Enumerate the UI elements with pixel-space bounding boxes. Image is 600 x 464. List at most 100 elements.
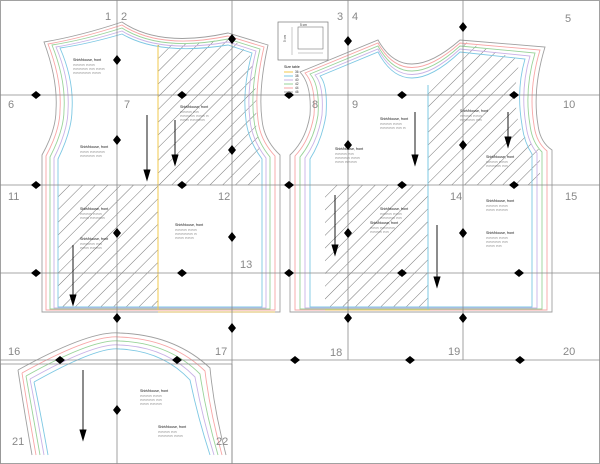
piece-label: Shirt/blouse, front — [175, 223, 203, 227]
svg-text:▭▭▭▭ ▭▭: ▭▭▭▭ ▭▭ — [335, 152, 354, 156]
svg-text:▭▭▭▭▭ ▭▭ ▭: ▭▭▭▭▭ ▭▭ ▭ — [380, 126, 406, 130]
piece-label: Shirt/blouse, front — [380, 117, 408, 121]
pattern-piece-front-bodice: Shirt/blouse, front ▭▭▭▭ ▭▭▭▭▭▭▭▭ ▭▭ ▭ S… — [289, 39, 553, 313]
svg-text:▭▭▭▭ ▭▭▭: ▭▭▭▭ ▭▭▭ — [73, 63, 95, 67]
legend-row: 44 — [295, 86, 299, 90]
page-number: 10 — [563, 99, 575, 111]
piece-label: Shirt/blouse, front — [80, 207, 108, 211]
page-number: 16 — [8, 346, 20, 358]
page-number: 7 — [124, 99, 130, 111]
scale-label-top: 5 cm — [300, 23, 307, 27]
page-number: 19 — [448, 346, 460, 358]
pattern-piece-back-bodice: Shirt/blouse, front ▭▭▭▭ ▭▭▭▭▭▭▭▭ ▭▭ ▭▭▭… — [41, 21, 281, 313]
svg-text:▭▭▭▭ ▭▭: ▭▭▭▭ ▭▭ — [370, 230, 389, 234]
svg-text:▭▭▭▭ ▭▭▭: ▭▭▭▭ ▭▭▭ — [486, 204, 508, 208]
page-number: 21 — [12, 436, 24, 448]
hatched-area-upper — [158, 38, 260, 185]
hatched-area-lower — [325, 185, 428, 308]
svg-text:▭▭▭▭ ▭▭▭: ▭▭▭▭ ▭▭▭ — [460, 114, 482, 118]
page-number: 9 — [352, 99, 358, 111]
page-number: 1 — [105, 11, 111, 23]
svg-text:▭▭▭▭ ▭▭: ▭▭▭▭ ▭▭ — [158, 430, 177, 434]
page-number: 12 — [218, 191, 230, 203]
svg-text:▭▭▭▭▭ ▭▭: ▭▭▭▭▭ ▭▭ — [140, 398, 162, 402]
svg-text:▭▭▭▭▭ ▭▭: ▭▭▭▭▭ ▭▭ — [80, 154, 102, 158]
scale-label-side: 5 cm — [283, 35, 287, 42]
svg-text:▭▭▭▭▭ ▭▭: ▭▭▭▭▭ ▭▭ — [486, 240, 508, 244]
svg-text:▭▭▭ ▭▭▭: ▭▭▭ ▭▭▭ — [175, 236, 194, 240]
svg-text:▭▭▭ ▭▭: ▭▭▭ ▭▭ — [486, 244, 502, 248]
piece-label: Shirt/blouse, front — [370, 221, 398, 225]
page-number: 17 — [215, 346, 227, 358]
legend-row: 42 — [295, 82, 299, 86]
piece-label: Shirt/blouse, front — [158, 425, 186, 429]
svg-text:▭▭▭ ▭▭▭▭: ▭▭▭ ▭▭▭▭ — [80, 246, 102, 250]
piece-label: Shirt/blouse, front — [73, 58, 101, 62]
svg-text:▭▭▭▭▭ ▭▭▭ ▭: ▭▭▭▭▭ ▭▭▭ ▭ — [180, 114, 209, 118]
piece-label-group: Shirt/blouse, front ▭▭▭▭ ▭▭▭▭▭▭▭▭ ▭▭ ▭ S… — [335, 109, 514, 248]
page-number: 8 — [312, 99, 318, 111]
hatched-area-lower — [58, 185, 158, 308]
svg-text:▭▭▭▭ ▭▭▭: ▭▭▭▭ ▭▭▭ — [486, 160, 508, 164]
page-number: 15 — [565, 191, 577, 203]
page-number: 6 — [8, 99, 14, 111]
scale-test-square: 5 cm 5 cm — [277, 21, 329, 61]
page-number: 22 — [216, 436, 228, 448]
svg-text:▭▭▭▭▭▭ ▭▭▭: ▭▭▭▭▭▭ ▭▭▭ — [73, 71, 101, 75]
svg-text:▭▭▭ ▭▭▭▭: ▭▭▭ ▭▭▭▭ — [486, 208, 508, 212]
page-number: 3 — [337, 11, 343, 23]
legend-title: Size table — [284, 65, 300, 69]
svg-text:▭▭▭ ▭▭▭▭▭: ▭▭▭ ▭▭▭▭▭ — [180, 118, 205, 122]
svg-text:▭▭▭ ▭▭▭▭▭: ▭▭▭ ▭▭▭▭▭ — [80, 150, 105, 154]
svg-text:▭▭▭ ▭▭▭▭: ▭▭▭ ▭▭▭▭ — [140, 402, 162, 406]
svg-text:▭▭▭ ▭▭▭▭▭: ▭▭▭ ▭▭▭▭▭ — [370, 226, 395, 230]
alignment-markers — [31, 22, 525, 415]
piece-label: Shirt/blouse, front — [486, 155, 514, 159]
piece-label: Shirt/blouse, front — [80, 237, 108, 241]
pattern-piece-sleeve — [17, 332, 227, 456]
svg-text:▭▭▭▭▭▭ ▭: ▭▭▭▭▭▭ ▭ — [175, 232, 197, 236]
legend-row: 40 — [295, 78, 299, 82]
legend-row: 36 — [295, 70, 299, 74]
svg-text:▭▭▭▭▭ ▭▭: ▭▭▭▭▭ ▭▭ — [460, 118, 482, 122]
svg-text:▭▭▭▭▭ ▭▭: ▭▭▭▭▭ ▭▭ — [380, 216, 402, 220]
piece-label: Shirt/blouse, front — [335, 147, 363, 151]
piece-label: Shirt/blouse, front — [486, 231, 514, 235]
svg-text:▭▭▭▭▭ ▭▭▭: ▭▭▭▭▭ ▭▭▭ — [335, 156, 360, 160]
svg-text:▭▭▭▭▭ ▭▭: ▭▭▭▭▭ ▭▭ — [486, 164, 508, 168]
legend-row: 38 — [295, 74, 299, 78]
page-number: 18 — [330, 347, 342, 359]
page-number: 13 — [240, 259, 252, 271]
svg-text:▭▭▭ ▭▭▭▭: ▭▭▭ ▭▭▭▭ — [335, 160, 357, 164]
svg-text:▭▭▭▭▭ ▭▭: ▭▭▭▭▭ ▭▭ — [80, 242, 102, 246]
piece-label: Shirt/blouse, front — [180, 105, 208, 109]
svg-text:▭▭▭▭ ▭▭▭: ▭▭▭▭ ▭▭▭ — [80, 212, 102, 216]
piece-label: Shirt/blouse, front — [380, 207, 408, 211]
legend-row: 46 — [295, 90, 299, 94]
page-number: 11 — [8, 191, 19, 203]
svg-text:▭▭▭▭ ▭▭▭: ▭▭▭▭ ▭▭▭ — [380, 122, 402, 126]
page-number: 20 — [563, 346, 575, 358]
page-numbers: 1 2 3 4 5 6 7 8 9 10 11 12 13 14 15 16 1… — [8, 11, 577, 448]
piece-label-group: Shirt/blouse, front ▭▭▭▭ ▭▭▭▭▭▭▭▭ ▭▭▭▭▭ … — [140, 389, 186, 438]
svg-text:▭▭▭▭ ▭▭▭: ▭▭▭▭ ▭▭▭ — [380, 212, 402, 216]
svg-text:▭▭▭ ▭▭▭▭▭: ▭▭▭ ▭▭▭▭▭ — [80, 216, 105, 220]
page-number: 14 — [450, 191, 462, 203]
size-legend: Size table 36 38 40 42 44 46 — [284, 65, 300, 94]
svg-text:▭▭▭▭ ▭▭: ▭▭▭▭ ▭▭ — [180, 110, 199, 114]
page-number: 5 — [565, 13, 571, 25]
svg-text:▭▭▭▭▭ ▭▭ ▭▭▭: ▭▭▭▭▭ ▭▭ ▭▭▭ — [73, 67, 105, 71]
svg-text:▭▭▭▭ ▭▭▭: ▭▭▭▭ ▭▭▭ — [140, 394, 162, 398]
svg-text:▭▭▭▭▭ ▭▭▭: ▭▭▭▭▭ ▭▭▭ — [158, 434, 183, 438]
piece-label: Shirt/blouse, front — [486, 199, 514, 203]
page-number: 4 — [352, 11, 358, 23]
hatched-area-upper — [428, 42, 540, 185]
page-number: 2 — [121, 11, 127, 23]
piece-label-group: Shirt/blouse, front ▭▭▭▭ ▭▭▭▭▭▭▭▭ ▭▭ ▭▭▭… — [73, 58, 209, 250]
piece-label: Shirt/blouse, front — [460, 109, 488, 113]
svg-text:▭▭▭▭ ▭▭▭: ▭▭▭▭ ▭▭▭ — [486, 236, 508, 240]
piece-label: Shirt/blouse, front — [140, 389, 168, 393]
piece-label: Shirt/blouse, front — [80, 145, 108, 149]
svg-text:▭▭▭▭ ▭▭▭: ▭▭▭▭ ▭▭▭ — [175, 228, 197, 232]
